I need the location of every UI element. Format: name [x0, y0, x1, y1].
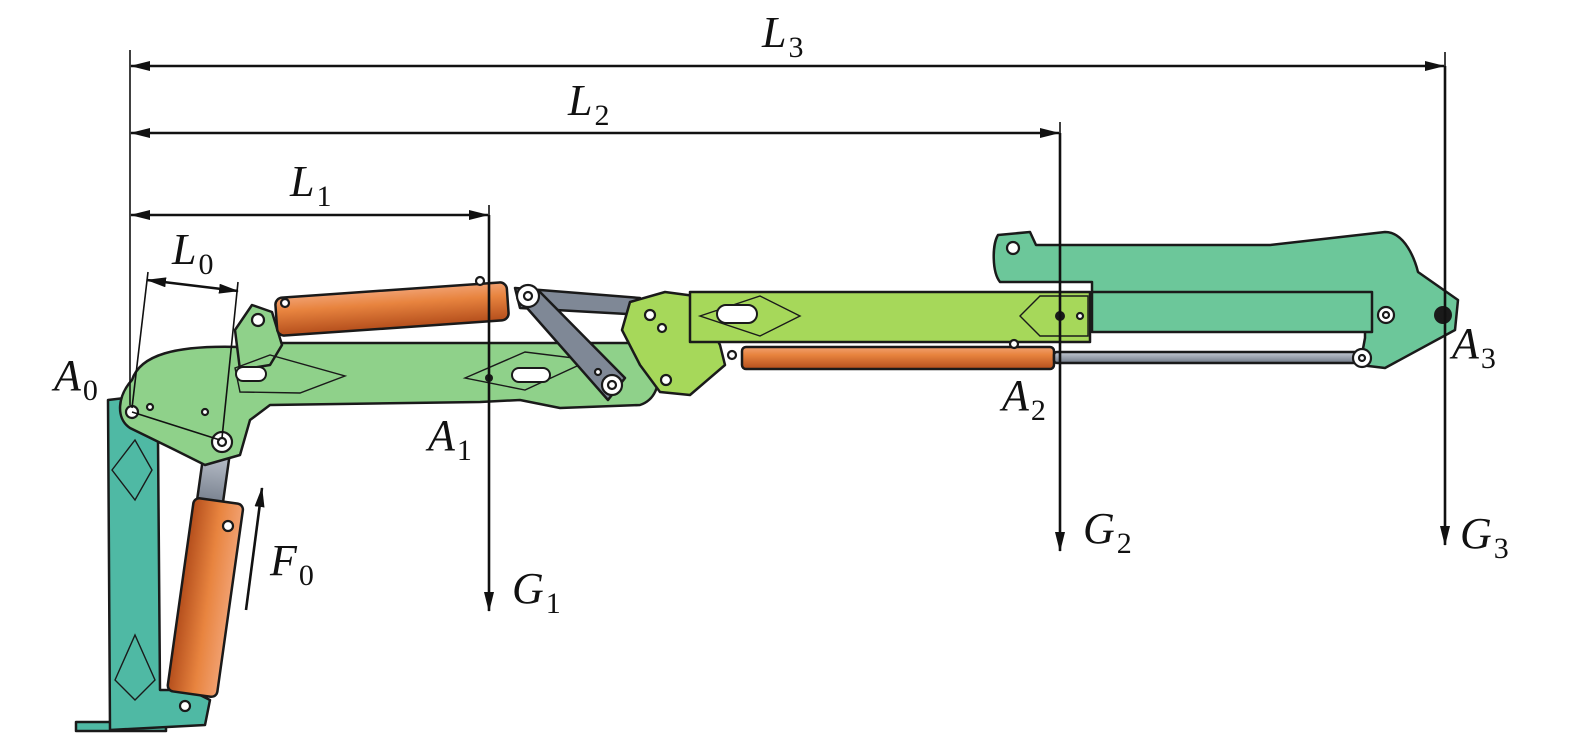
extension-boom: [992, 230, 1460, 370]
main-cylinder-barrel: [274, 281, 510, 337]
label-G1: G1: [512, 564, 561, 620]
label-A3: A3: [1449, 319, 1496, 375]
label-G2: G2: [1083, 504, 1132, 560]
label-G3: G3: [1460, 509, 1509, 565]
label-L2: L2: [567, 76, 609, 132]
extension-line-L0-right: [221, 281, 239, 439]
force-F0: [244, 487, 265, 611]
label-A0: A0: [51, 351, 98, 407]
line-A0-pivot: [131, 411, 221, 441]
label-L1: L1: [289, 157, 331, 213]
label-A2: A2: [999, 371, 1046, 427]
extension-cylinder-rod: [1052, 350, 1366, 365]
label-L3: L3: [761, 8, 803, 64]
label-L0: L0: [171, 225, 213, 281]
lift-cylinder: [166, 442, 245, 699]
dimension-L0: [146, 277, 239, 294]
extension-cylinder-barrel: [740, 345, 1056, 371]
linkage: [513, 283, 647, 402]
extension-cylinder: [740, 338, 1366, 371]
main-cylinder: [274, 275, 510, 337]
extension-boom-tube: [1090, 290, 1374, 334]
label-A1: A1: [425, 411, 472, 467]
lift-cylinder-barrel: [166, 497, 245, 699]
outer-boom: [620, 290, 1092, 397]
extension-line-L0-left: [131, 271, 149, 409]
inner-boom: [118, 303, 660, 467]
label-F0: F0: [269, 536, 314, 592]
extension-boom-arm: [992, 230, 1460, 370]
